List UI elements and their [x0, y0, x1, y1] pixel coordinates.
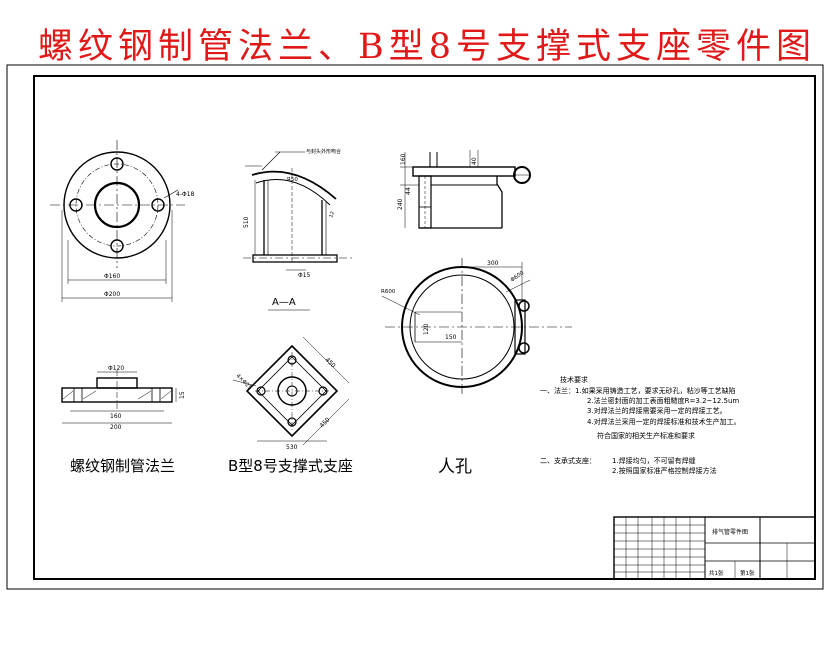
notes-heading: 技术要求	[560, 375, 588, 384]
dim-side-44: 44	[405, 187, 412, 195]
dim-top-300: 300	[487, 260, 499, 267]
page-title: 螺纹钢制管法兰、B型8号支撑式支座零件图	[38, 27, 816, 67]
flange-top-view	[50, 140, 185, 302]
dim-outer-diameter: Φ200	[104, 291, 120, 298]
dim-top-150: 150	[445, 334, 457, 341]
dim-base-holes: 4×Φ25	[235, 373, 253, 391]
label-support: B型8号支撑式支座	[228, 457, 353, 475]
dim-section-top: Φ120	[108, 365, 124, 372]
notes-line-1: 一、法兰：1.如果采用铸造工艺，要求无砂孔，粘沙等工艺缺陷	[540, 386, 736, 395]
dim-left: 12	[328, 211, 336, 219]
notes-line-4: 4.对焊法兰采用一定的焊接标准和技术生产加工。	[587, 417, 741, 426]
sheet-number: 第1张	[740, 569, 755, 577]
manhole-side-view	[400, 150, 531, 229]
label-manhole: 人孔	[438, 457, 472, 477]
title-block	[613, 516, 816, 580]
dim-side-160: 160	[400, 153, 407, 165]
notes-section2-label: 二、支承式支座：	[540, 456, 596, 465]
manhole-top-view	[381, 258, 572, 395]
drawing-name: 排气管零件图	[712, 528, 748, 536]
dim-bolt-holes: 4-Φ18	[176, 191, 195, 198]
dim-top-d: Φ600	[510, 270, 526, 284]
dim-side-40: 40	[471, 157, 478, 165]
dim-section-200: 200	[110, 424, 122, 431]
sheet-total: 共1张	[709, 569, 724, 577]
dim-side-240: 240	[397, 198, 404, 210]
notes-section2-line-1: 1.焊接均匀，不可留有焊缝	[612, 456, 696, 465]
dim-base-530: 530	[286, 444, 298, 451]
outer-frame	[6, 64, 824, 590]
support-base-view	[232, 336, 350, 446]
dim-base-450: 450	[324, 356, 337, 369]
support-side-view	[243, 151, 352, 271]
dim-section-160: 160	[110, 413, 122, 420]
dim-plate: Φ15	[298, 272, 311, 279]
label-flange: 螺纹钢制管法兰	[70, 457, 175, 475]
inner-frame	[33, 75, 816, 580]
note-head-match: 与封头外形吻合	[306, 148, 341, 155]
dim-pcd: Φ160	[104, 273, 120, 280]
notes-section2-line-2: 2.按照国家标准严格控制焊接方法	[612, 466, 717, 475]
dim-top-r: R600	[381, 289, 396, 295]
notes-line-5: 符合国家的相关生产标准和要求	[597, 431, 695, 440]
dim-top-120: 120	[423, 323, 430, 335]
dim-section-right: 15	[179, 391, 186, 399]
section-label: A—A	[272, 297, 296, 308]
notes-line-2: 2.法兰密封面的加工表面粗糙度R=3.2~12.5um	[587, 396, 739, 405]
notes-line-3: 3.对焊法兰的焊接需要采用一定的焊接工艺。	[587, 406, 727, 415]
flange-section-view	[61, 370, 177, 424]
technical-notes: 技术要求 一、法兰：1.如果采用铸造工艺，要求无砂孔，粘沙等工艺缺陷 2.法兰密…	[540, 375, 741, 475]
dim-radius: R50	[287, 177, 298, 183]
dim-height: 510	[243, 216, 250, 228]
